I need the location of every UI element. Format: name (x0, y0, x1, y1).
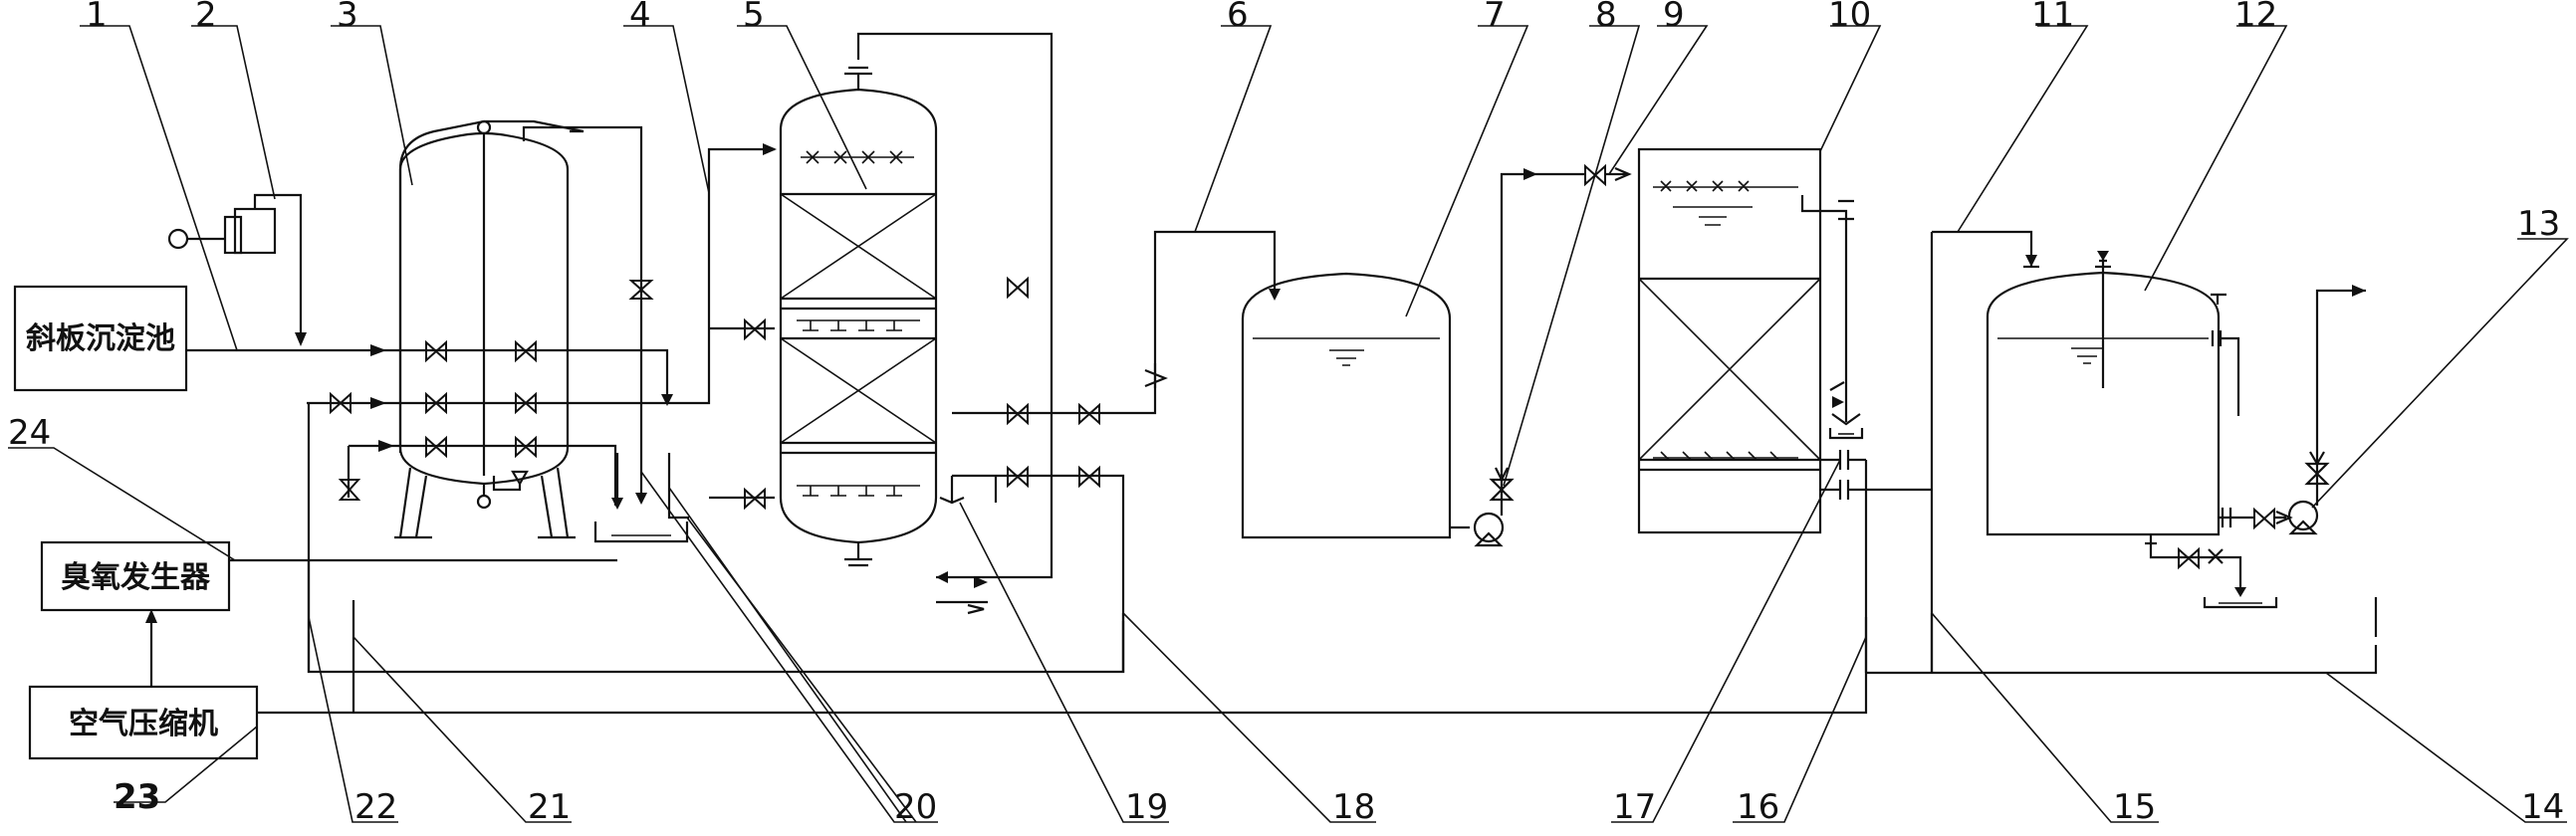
leader-11 (1957, 25, 2089, 233)
tank12-drain-valve (2178, 546, 2200, 570)
label-24: 24 (8, 413, 51, 453)
leader-7 (1405, 25, 1529, 317)
air-compressor-box (28, 685, 259, 760)
col5-right-valve-1 (1007, 402, 1029, 426)
label-14: 14 (2521, 787, 2564, 827)
label-23: 23 (114, 777, 160, 817)
leader-23 (114, 726, 258, 803)
label-20: 20 (894, 787, 937, 827)
line3-valve-a (425, 435, 447, 459)
label-7: 7 (1484, 0, 1506, 35)
air-compressor-label: 空气压缩机 (69, 707, 218, 741)
label-1: 1 (86, 0, 108, 35)
leader-12 (2144, 25, 2288, 292)
leader-6 (1194, 25, 1273, 233)
label-15: 15 (2113, 787, 2156, 827)
label-10: 10 (1828, 0, 1871, 35)
leader-10 (1819, 25, 1882, 152)
col5-top-outlet (856, 32, 1054, 579)
ozone-valve-2b (425, 391, 447, 415)
valve-9 (1584, 163, 1606, 187)
line3-valve-b (515, 435, 537, 459)
r5-mid-valve (744, 317, 766, 341)
sedimentation-tank-label: 斜板沉淀池 (26, 321, 175, 356)
leader-1 (80, 25, 238, 351)
label-8: 8 (1595, 0, 1617, 35)
leader-22 (308, 616, 398, 823)
label-5: 5 (743, 0, 765, 35)
label-12: 12 (2234, 0, 2277, 35)
drain-20-basin (593, 522, 689, 543)
leader-5 (737, 25, 867, 190)
leader-4 (623, 25, 710, 194)
label-17: 17 (1613, 787, 1656, 827)
leader-13 (2311, 238, 2569, 509)
leader-24 (8, 447, 236, 561)
leader-20c (686, 517, 917, 823)
ozone-reactor-vessel (394, 119, 585, 539)
leader-8 (1503, 25, 1641, 487)
leader-3 (331, 25, 413, 186)
label-13: 13 (2517, 204, 2560, 244)
air-main-line (257, 617, 1868, 715)
compressor-to-ozone-arrowhead (145, 609, 157, 623)
label-3: 3 (337, 0, 358, 35)
line3-vertical-valve (338, 479, 361, 501)
inlet-valve-1a (425, 339, 447, 363)
reactor-10 (1637, 147, 1822, 534)
leader-20b (668, 487, 907, 823)
leader-14 (2325, 672, 2567, 823)
leader-9 (1608, 25, 1709, 175)
reactor3-top-line (522, 125, 643, 503)
col5-lower-valve-1 (1007, 465, 1029, 489)
leader-19 (959, 502, 1169, 823)
label-4: 4 (629, 0, 651, 35)
intermediate-tank (1241, 272, 1452, 539)
col5-right-valve-2 (1078, 402, 1100, 426)
col5-top-valve (1007, 276, 1029, 300)
ozone-generator-box (40, 540, 231, 612)
inlet-valve-1b (515, 339, 537, 363)
leader-15 (1931, 612, 2159, 823)
line-11 (1930, 230, 2033, 673)
label-22: 22 (354, 787, 397, 827)
pump-13 (2287, 500, 2319, 531)
label-19: 19 (1125, 787, 1168, 827)
inlet-line-1 (186, 348, 669, 403)
pump-8 (1473, 512, 1505, 543)
leader-21 (352, 636, 572, 823)
leader-2 (191, 25, 276, 200)
label-21: 21 (528, 787, 571, 827)
leader-20a (640, 471, 938, 823)
ozone-valve-2a (330, 391, 351, 415)
dosing-device (167, 193, 307, 346)
label-11: 11 (2031, 0, 2074, 35)
col5-right-lower (952, 474, 1125, 673)
sedimentation-tank-box (13, 285, 188, 392)
label-6: 6 (1227, 0, 1249, 35)
label-18: 18 (1332, 787, 1375, 827)
tank12-outlet-valve (2253, 507, 2275, 530)
leader-17 (1611, 459, 1841, 823)
col5-right-upper (952, 230, 1277, 415)
label-2: 2 (195, 0, 217, 35)
reactor3-vertical-valve (628, 280, 654, 300)
right-return-loop (1932, 597, 2378, 675)
r5-low-valve (744, 487, 766, 511)
column-5 (779, 66, 938, 567)
leader-16 (1733, 636, 1867, 823)
clear-water-tank (1986, 251, 2221, 536)
inlet-line-2 (307, 147, 775, 405)
ozone-generator-label: 臭氧发生器 (61, 560, 211, 595)
label-16: 16 (1737, 787, 1779, 827)
ozone-valve-2c (515, 391, 537, 415)
col5-lower-valve-2 (1078, 465, 1100, 489)
leader-18 (1122, 612, 1376, 823)
label-9: 9 (1663, 0, 1685, 35)
